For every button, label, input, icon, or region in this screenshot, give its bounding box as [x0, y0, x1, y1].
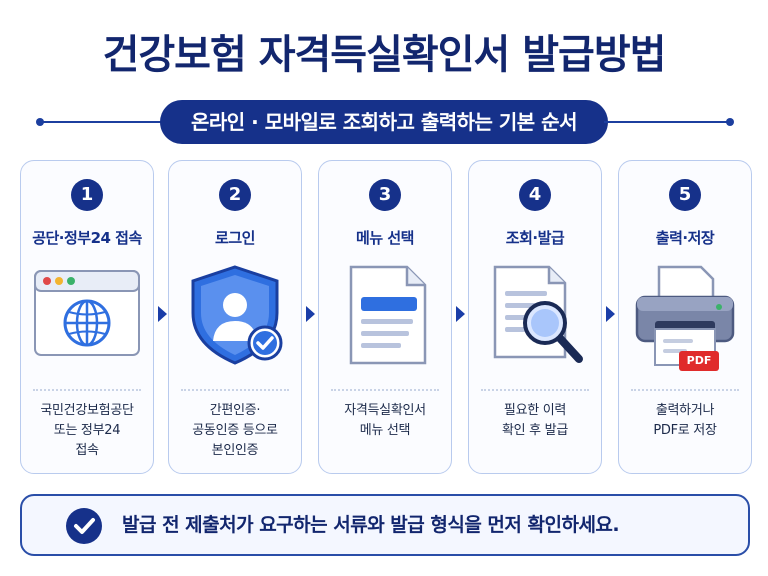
divider-dot-left — [36, 118, 44, 126]
note-text: 발급 전 제출처가 요구하는 서류와 발급 형식을 먼저 확인하세요. — [122, 514, 620, 536]
document-magnifier-icon — [479, 261, 591, 369]
divider — [331, 389, 439, 391]
step-card-4: 4 조회·발급 필요한 이력 확인 후 발급 — [468, 160, 602, 474]
step-card-1: 1 공단·정부24 접속 국민건강보험공단 또는 정부24 접속 — [20, 160, 154, 474]
note-box: 발급 전 제출처가 요구하는 서류와 발급 형식을 먼저 확인하세요. — [20, 494, 750, 556]
step-card-2: 2 로그인 간편인증· 공동인증 등으로 본인인증 — [168, 160, 302, 474]
step-title: 조회·발급 — [505, 229, 565, 247]
step-card-3: 3 메뉴 선택 자격득실확인서 메뉴 선택 — [318, 160, 452, 474]
divider — [631, 389, 739, 391]
pdf-badge: PDF — [679, 351, 719, 371]
step-number: 1 — [71, 179, 103, 211]
step-title: 메뉴 선택 — [356, 229, 414, 247]
subtitle-banner: 온라인 · 모바일로 조회하고 출력하는 기본 순서 — [0, 100, 768, 144]
shield-user-check-icon — [179, 261, 291, 369]
divider — [33, 389, 141, 391]
step-card-5: 5 출력·저장 PDF 출력하거나 PDF로 저장 — [618, 160, 752, 474]
step-number: 4 — [519, 179, 551, 211]
step-description: 출력하거나 PDF로 저장 — [653, 403, 717, 438]
divider-left — [38, 121, 166, 123]
step-description: 자격득실확인서 메뉴 선택 — [344, 403, 426, 438]
arrow-right-icon — [456, 306, 465, 322]
arrow-right-icon — [306, 306, 315, 322]
check-circle-icon — [66, 508, 102, 544]
divider-right — [604, 121, 730, 123]
step-description: 필요한 이력 확인 후 발급 — [502, 403, 568, 438]
arrow-right-icon — [158, 306, 167, 322]
step-number: 2 — [219, 179, 251, 211]
step-number: 3 — [369, 179, 401, 211]
globe-browser-icon — [31, 261, 143, 369]
divider — [481, 389, 589, 391]
arrow-right-icon — [606, 306, 615, 322]
printer-pdf-icon — [629, 261, 741, 369]
step-number: 5 — [669, 179, 701, 211]
steps-row: 1 공단·정부24 접속 국민건강보험공단 또는 정부24 접속 2 로그인 — [0, 160, 768, 476]
step-title: 공단·정부24 접속 — [32, 229, 142, 247]
step-description: 국민건강보험공단 또는 정부24 접속 — [40, 403, 134, 458]
subtitle: 온라인 · 모바일로 조회하고 출력하는 기본 순서 — [160, 100, 608, 144]
step-title: 출력·저장 — [655, 229, 715, 247]
step-title: 로그인 — [215, 229, 255, 247]
page-title: 건강보험 자격득실확인서 발급방법 — [102, 32, 667, 78]
divider — [181, 389, 289, 391]
divider-dot-right — [726, 118, 734, 126]
document-menu-icon — [329, 261, 441, 369]
step-description: 간편인증· 공동인증 등으로 본인인증 — [192, 403, 278, 458]
